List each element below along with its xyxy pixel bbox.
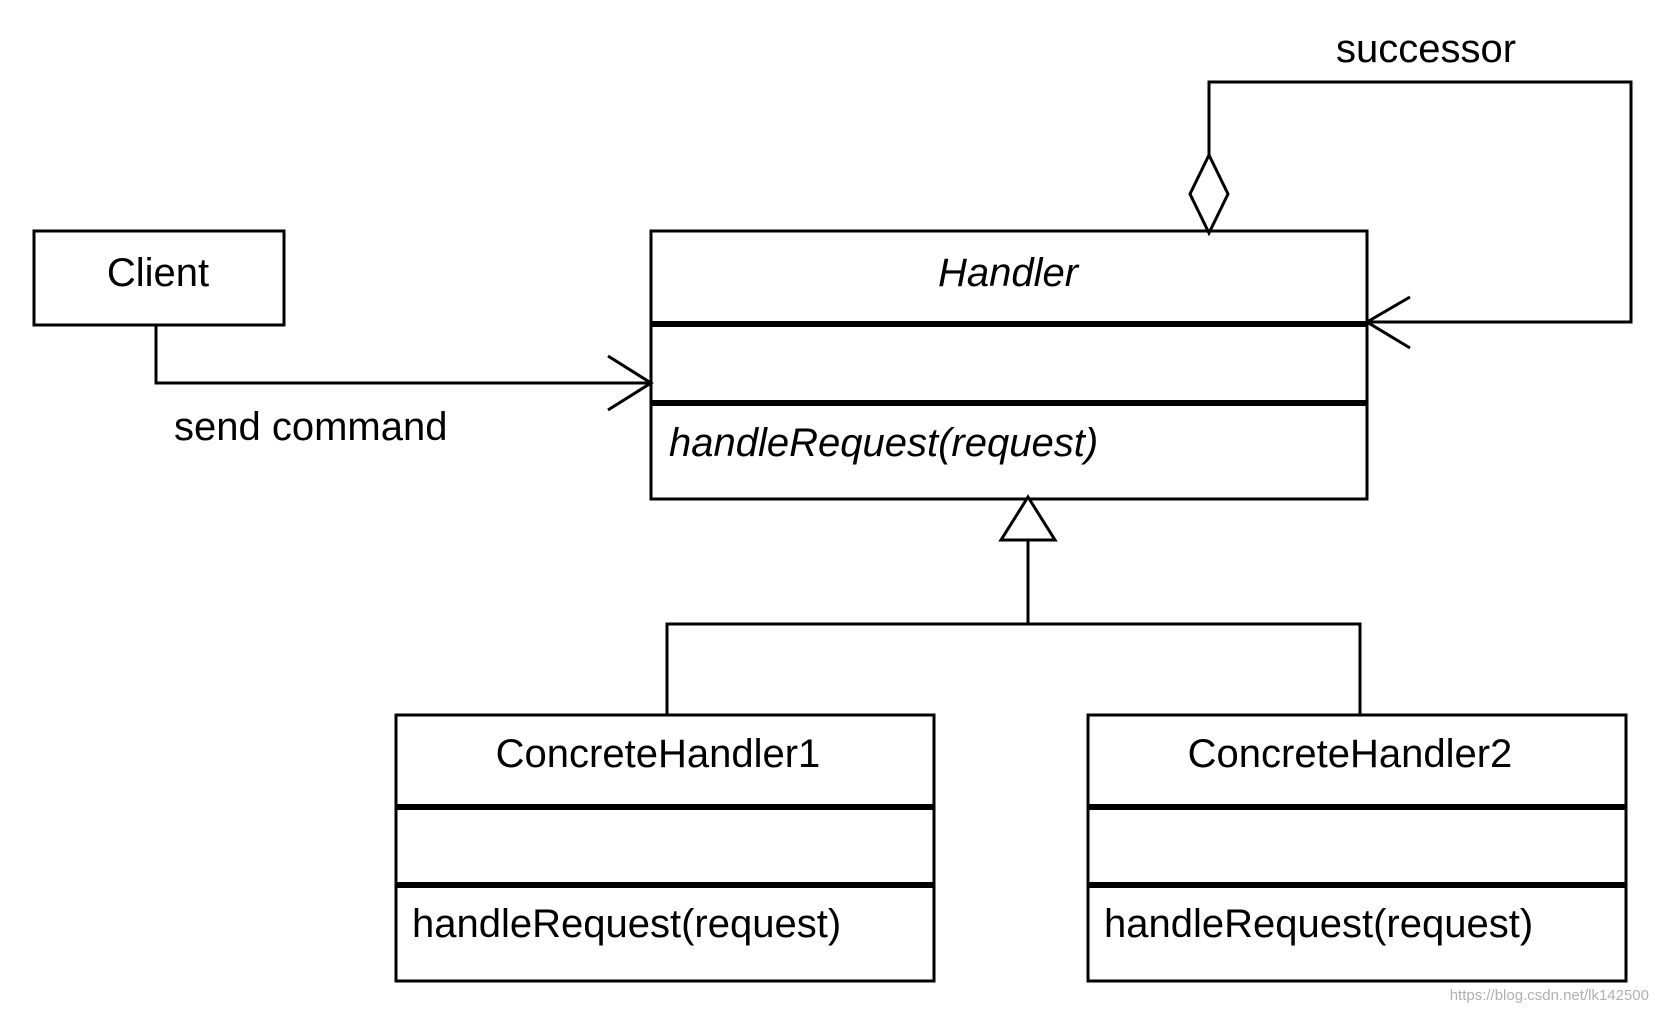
handler-class-name: Handler: [938, 251, 1080, 295]
concrete-handler-1-box: [394, 713, 936, 983]
send-command-label: send command: [174, 405, 447, 449]
client-class-name: Client: [107, 251, 209, 295]
inheritance-triangle-icon: [998, 494, 1058, 542]
handler-method: handleRequest(request): [669, 421, 1098, 465]
concrete-handler-2-box: [1086, 713, 1628, 983]
send-command-association: [154, 325, 654, 412]
successor-label: successor: [1336, 27, 1516, 71]
handler-class-box: [649, 229, 1369, 501]
generalization-arrow: [665, 494, 1362, 715]
successor-aggregation: [1188, 80, 1633, 350]
watermark: https://blog.csdn.net/lk142500: [1450, 987, 1649, 1004]
aggregation-diamond-icon: [1188, 151, 1230, 237]
concrete-handler-2-method: handleRequest(request): [1104, 902, 1533, 946]
concrete-handler-1-method: handleRequest(request): [412, 902, 841, 946]
concrete-handler-2-name: ConcreteHandler2: [1188, 732, 1513, 776]
client-class-box: [32, 229, 286, 327]
concrete-handler-1-name: ConcreteHandler1: [496, 732, 821, 776]
